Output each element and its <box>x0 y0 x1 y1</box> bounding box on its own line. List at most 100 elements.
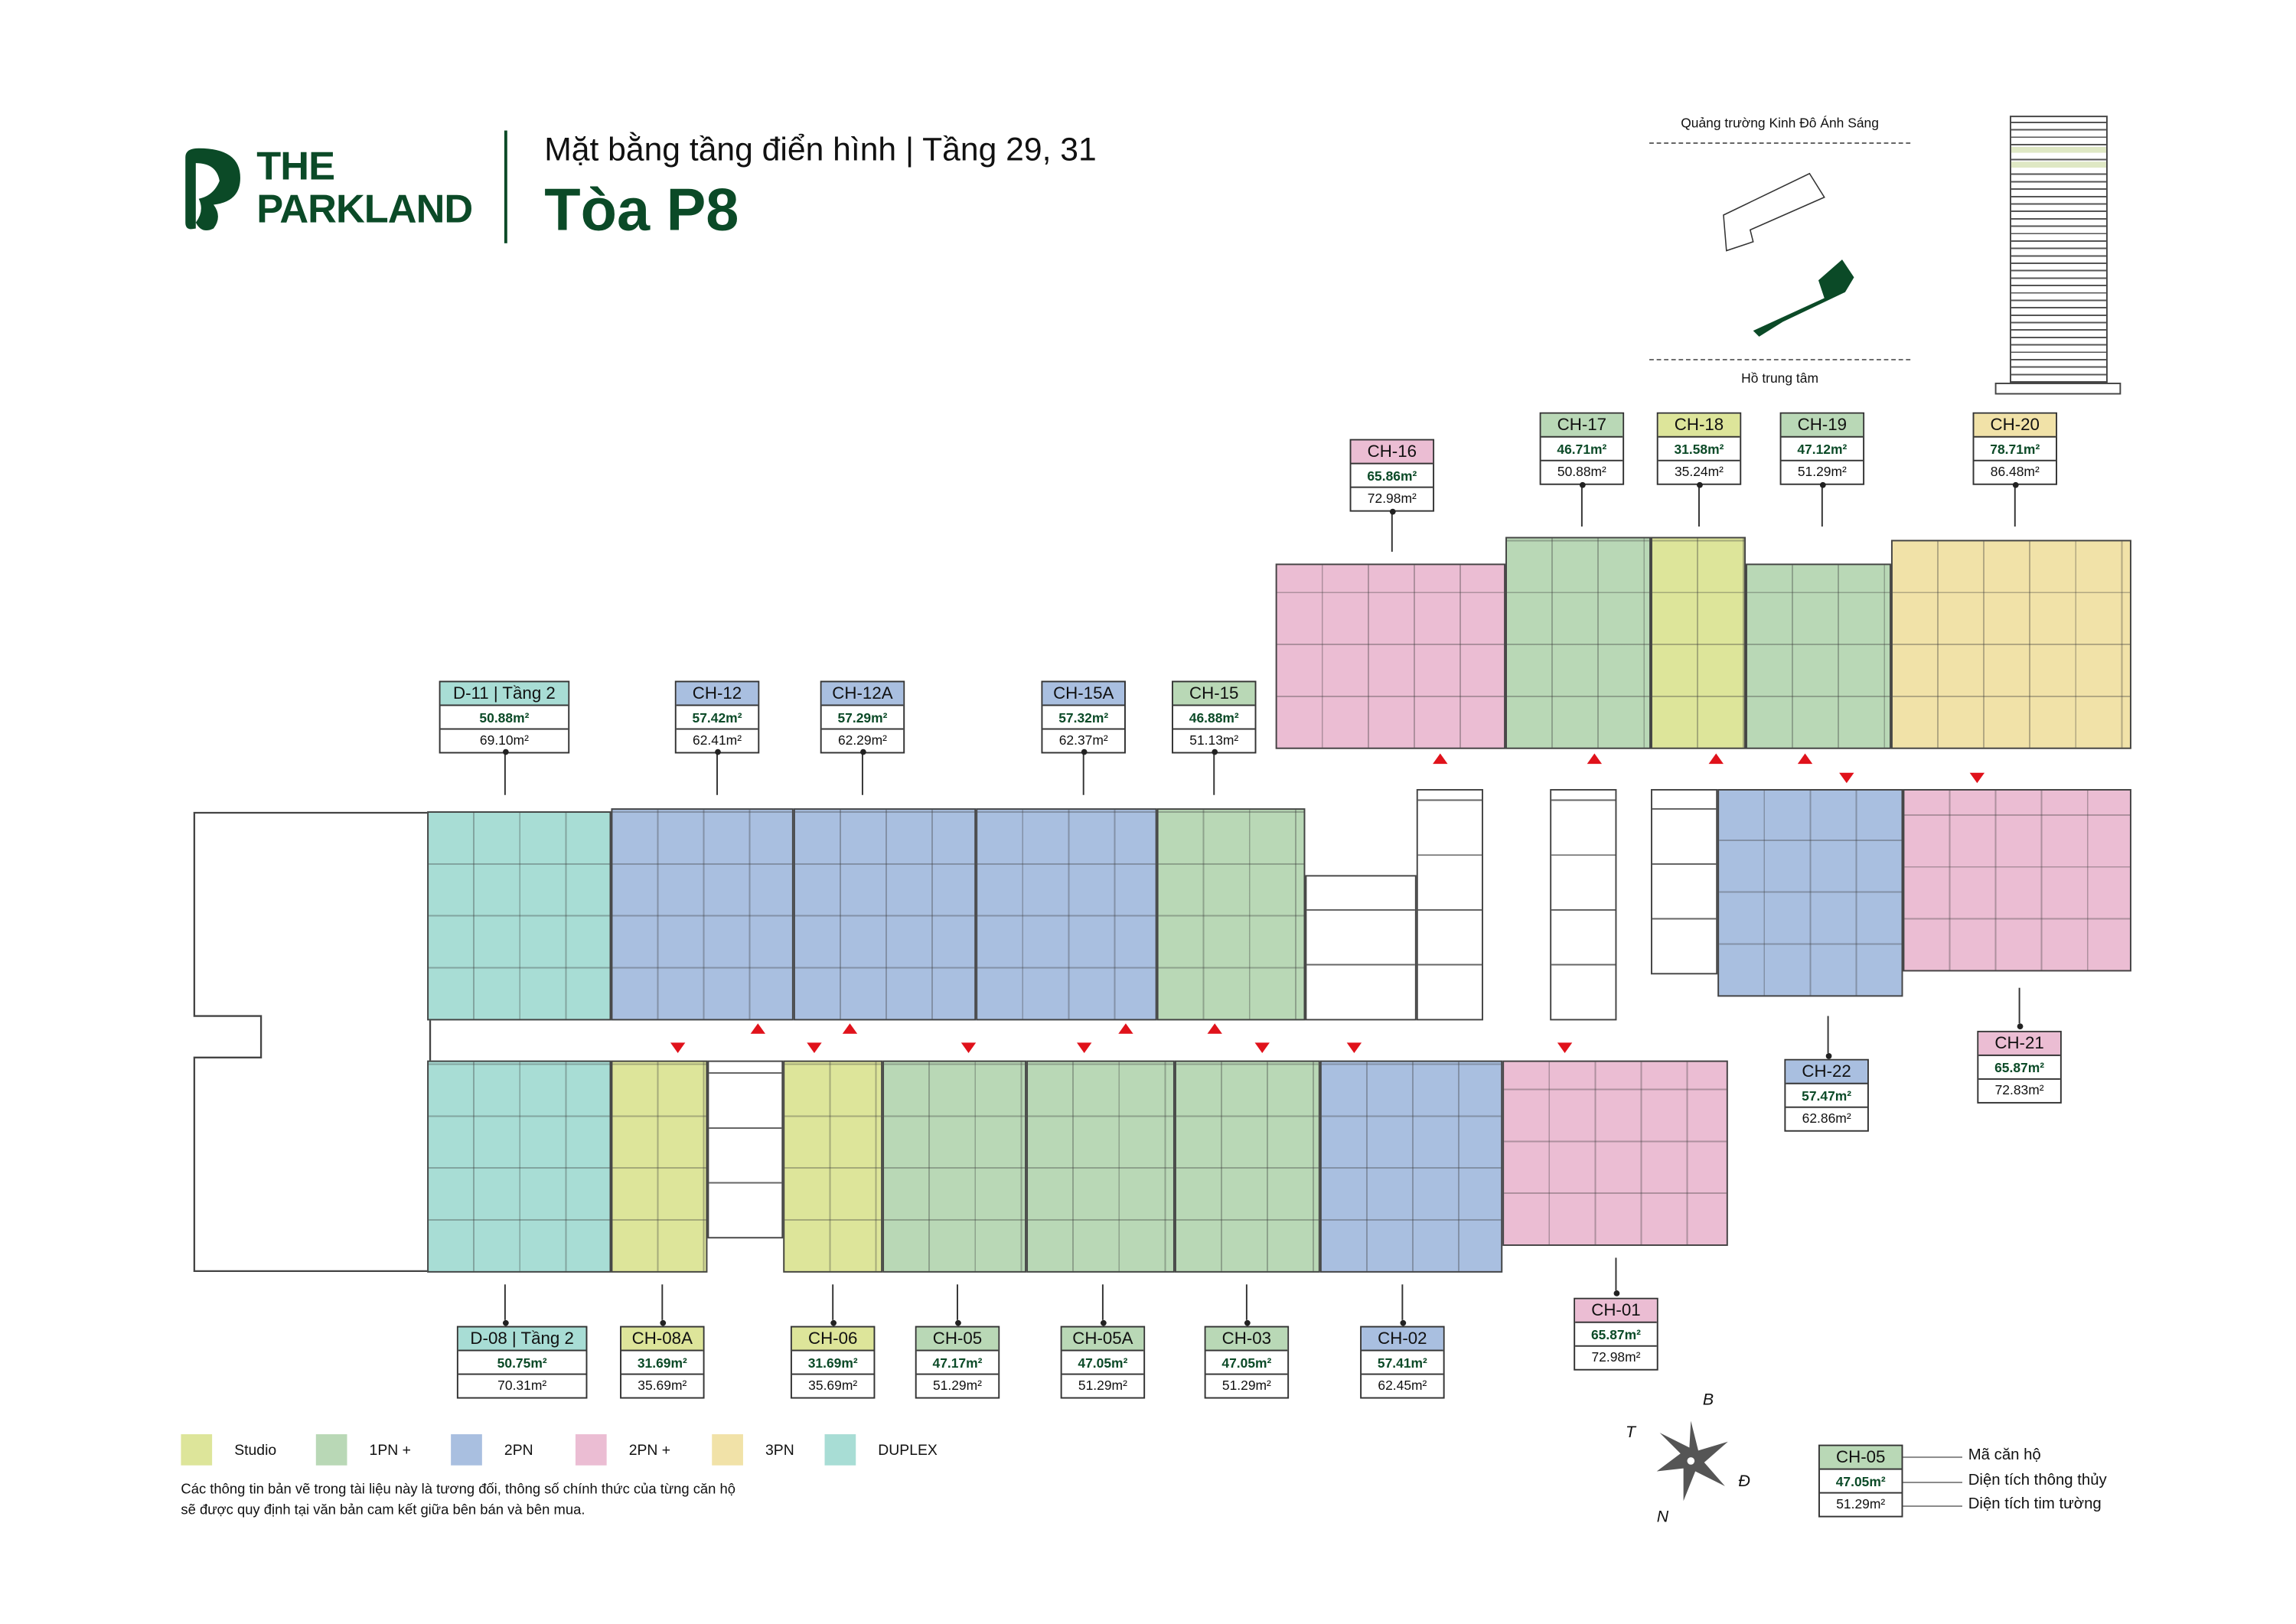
unit-ch-01[interactable] <box>1502 1060 1728 1246</box>
unit-net-area: 50.75m² <box>458 1352 586 1375</box>
unit-code: CH-22 <box>1786 1060 1867 1084</box>
pointer-line <box>1821 486 1823 527</box>
unit-code: CH-06 <box>791 1327 874 1352</box>
unit-ch-15a[interactable] <box>976 808 1157 1021</box>
disclaimer-line2: sẽ được quy định tại văn bản cam kết giữ… <box>181 1502 585 1519</box>
pointer-dot <box>1211 748 1218 755</box>
unit-ch-22[interactable] <box>1717 789 1903 997</box>
unit-code: CH-19 <box>1781 413 1864 438</box>
compass-west: T <box>1626 1423 1636 1442</box>
brand-line1: THE <box>256 143 335 189</box>
unit-ch-16[interactable] <box>1275 563 1506 749</box>
site-map-top-label: Quảng trường Kinh Đô Ánh Sáng <box>1681 116 1879 131</box>
pointer-dot <box>502 1319 508 1326</box>
unit-ch-06[interactable] <box>783 1060 883 1273</box>
pointer-dot <box>502 748 508 755</box>
unit-net-area: 57.47m² <box>1786 1084 1867 1108</box>
unit-code: CH-18 <box>1658 413 1740 438</box>
legend-swatch <box>181 1434 213 1466</box>
tower-podium <box>1994 383 2122 395</box>
pointer-dot <box>1244 1319 1250 1326</box>
entrance-marker-icon <box>1118 1023 1133 1034</box>
page-subtitle: Mặt bằng tầng điển hình | Tầng 29, 31 <box>544 130 1097 168</box>
compass-east: Đ <box>1738 1472 1750 1491</box>
legend-swatch <box>315 1434 347 1466</box>
unit-net-area: 47.12m² <box>1781 438 1864 461</box>
unit-gross-area: 51.13m² <box>1189 732 1239 748</box>
unit-code: D-08 | Tầng 2 <box>458 1327 586 1352</box>
unit-ch-08a[interactable] <box>611 1060 708 1273</box>
unit-net-area: 65.86m² <box>1351 465 1433 488</box>
unit-ch-19[interactable] <box>1746 563 1891 749</box>
pointer-dot <box>2011 481 2018 488</box>
pointer-dot <box>1388 508 1395 515</box>
pointer-dot <box>1818 481 1825 488</box>
page-title: Tòa P8 <box>544 178 739 243</box>
key-line <box>1903 1505 1962 1508</box>
entrance-marker-icon <box>1708 753 1724 765</box>
unit-code: CH-01 <box>1575 1299 1657 1323</box>
entrance-marker-icon <box>807 1042 822 1053</box>
unit-ch-02[interactable] <box>1319 1060 1503 1273</box>
legend-label: 3PN <box>765 1443 794 1459</box>
unit-net-area: 47.05m² <box>1205 1352 1288 1375</box>
legend-swatch <box>451 1434 482 1466</box>
pointer-line <box>1401 1284 1404 1320</box>
unit-code: CH-05 <box>916 1327 999 1352</box>
unit-ch-21[interactable] <box>1903 789 2131 972</box>
unit-ch-03[interactable] <box>1174 1060 1320 1273</box>
unit-ch-05a[interactable] <box>1026 1060 1175 1273</box>
unit-net-area: 31.58m² <box>1658 438 1740 461</box>
unit-net-area: 47.17m² <box>916 1352 999 1375</box>
site-map-top-line <box>1649 142 1911 144</box>
unit-d-08[interactable] <box>427 1060 612 1273</box>
unit-gross-area: 51.29m² <box>1797 464 1847 479</box>
unit-ch-12[interactable] <box>611 808 794 1021</box>
unit-net-area: 46.88m² <box>1172 706 1255 730</box>
unit-gross-area: 51.29m² <box>1078 1378 1127 1393</box>
unit-code: D-11 | Tầng 2 <box>440 682 569 706</box>
entrance-marker-icon <box>1346 1042 1362 1053</box>
unit-gross-area: 72.98m² <box>1367 491 1417 506</box>
key-net-desc: Diện tích thông thủy <box>1968 1471 2107 1489</box>
pointer-line <box>861 753 863 795</box>
unit-net-area: 31.69m² <box>621 1352 703 1375</box>
unit-ch-15[interactable] <box>1156 808 1306 1021</box>
unit-d-11[interactable] <box>427 811 612 1021</box>
unit-ch-18[interactable] <box>1650 536 1746 749</box>
entrance-marker-icon <box>842 1023 858 1034</box>
pointer-dot <box>1080 748 1087 755</box>
unit-code: CH-02 <box>1362 1327 1443 1352</box>
unit-code: CH-03 <box>1205 1327 1288 1352</box>
unit-net-area: 57.42m² <box>676 706 758 730</box>
unit-ch-12a[interactable] <box>793 808 977 1021</box>
unit-ch-17[interactable] <box>1505 536 1651 749</box>
pointer-dot <box>714 748 720 755</box>
unit-ch-20[interactable] <box>1890 540 2131 749</box>
legend-label: 2PN <box>504 1443 533 1459</box>
unit-ch-05[interactable] <box>882 1060 1027 1273</box>
site-map-bottom-label: Hồ trung tâm <box>1741 370 1819 386</box>
pointer-line <box>1101 1284 1104 1320</box>
stair-elevator-core <box>1305 875 1417 1021</box>
